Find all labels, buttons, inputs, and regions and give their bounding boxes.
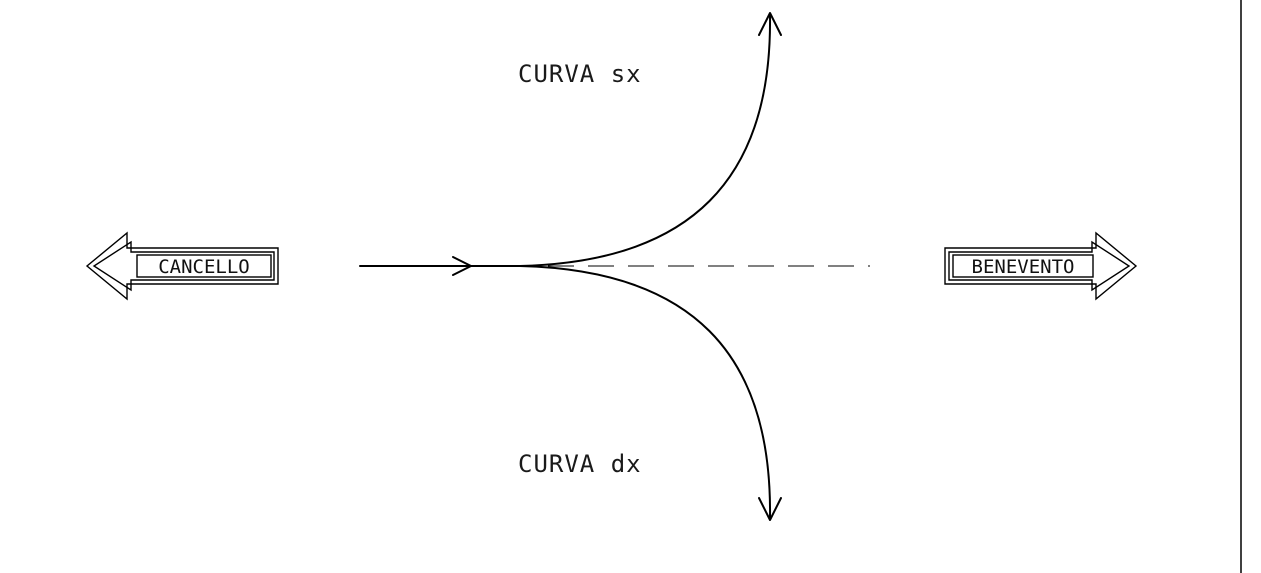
curve-left-arrowhead-icon — [758, 12, 782, 36]
incoming-arrowhead-icon — [452, 256, 472, 276]
curve-right-path — [519, 265, 772, 518]
sign-left-text-box — [136, 254, 272, 278]
curve-right-label: CURVA dx — [518, 450, 642, 478]
sign-right-outer-outline — [944, 231, 1138, 301]
sign-left-outer-outline — [85, 231, 279, 301]
sign-right-inner-outline — [948, 240, 1131, 292]
curve-left-path — [519, 15, 772, 267]
sign-right-label: BENEVENTO — [972, 256, 1075, 278]
curve-left-label: CURVA sx — [518, 60, 642, 88]
sign-left-arrow: CANCELLO — [85, 231, 279, 301]
curve-right-arrowhead-icon — [758, 497, 782, 521]
sign-right-text-box — [952, 254, 1094, 278]
sign-right-arrow: BENEVENTO — [944, 231, 1138, 301]
sign-left-label: CANCELLO — [158, 256, 250, 278]
sign-left-inner-outline — [92, 240, 275, 292]
